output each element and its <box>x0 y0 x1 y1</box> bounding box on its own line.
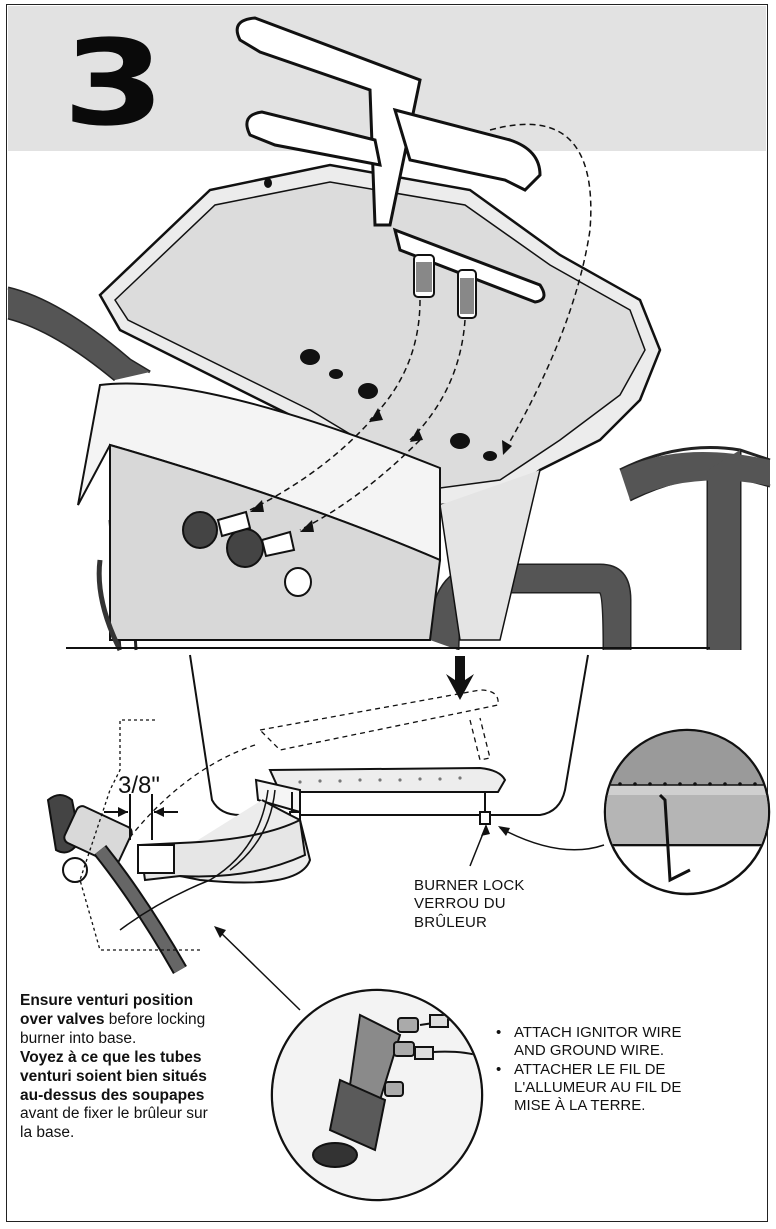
attach-instructions: • ATTACH IGNITOR WIRE AND GROUND WIRE. •… <box>496 1024 682 1115</box>
control-knobs <box>182 510 312 597</box>
attach-fr-line-1: ATTACHER LE FIL DE <box>514 1060 666 1078</box>
detail-connector <box>499 827 605 851</box>
note-fr-rest-2: la base. <box>20 1124 75 1142</box>
note-fr-bold-2: venturi soient bien situés <box>20 1067 207 1085</box>
note-fr-rest-1: avant de fixer le brûleur sur <box>20 1105 208 1123</box>
step-number: 3 <box>63 15 166 152</box>
burner-upper <box>235 16 546 304</box>
venturi-note: Ensure venturi position over valves befo… <box>20 992 250 1143</box>
venturi-tube-lower <box>137 818 307 882</box>
attach-fr-line-2: L'ALLUMEUR AU FIL DE <box>514 1078 682 1096</box>
burner-lock-line-2: VERROU DU <box>414 895 506 913</box>
ignitor-detail-circle <box>270 988 484 1202</box>
gas-valve <box>46 794 187 974</box>
grill-floor-holes <box>264 178 497 461</box>
down-arrow <box>446 656 474 700</box>
note-en-line-3: burner into base. <box>20 1029 137 1047</box>
attach-fr-line-3: MISE À LA TERRE. <box>514 1097 646 1115</box>
burner-lock-detail-circle <box>603 728 771 896</box>
note-fr-bold-1: Voyez à ce que les tubes <box>20 1048 202 1066</box>
guide-arrowheads <box>250 408 512 532</box>
attach-en-line-1: ATTACH IGNITOR WIRE <box>514 1024 682 1041</box>
dashed-guides <box>249 123 592 531</box>
bullet: • <box>496 1060 502 1078</box>
firebox-lower <box>189 654 589 816</box>
bullet: • <box>496 1024 502 1041</box>
grill-body <box>98 163 662 641</box>
burner-lock-line-3: BRÛLEUR <box>414 913 488 931</box>
dimension-label: 3/8" <box>118 772 160 799</box>
page-border <box>6 4 768 1222</box>
note-fr-bold-3: au-dessus des soupapes <box>20 1086 205 1104</box>
wires <box>119 789 276 931</box>
burner-lock-line-1: BURNER LOCK <box>414 877 525 894</box>
note-en-bold-1: Ensure venturi position <box>20 992 194 1009</box>
note-en-rest: before locking <box>104 1010 206 1028</box>
attach-item-en: • ATTACH IGNITOR WIRE AND GROUND WIRE. <box>496 1024 682 1061</box>
burner-lock-label: BURNER LOCK VERROU DU BRÛLEUR <box>414 877 525 932</box>
ignitor-pointer <box>217 929 301 1011</box>
note-en-bold-2: over valves <box>20 1010 105 1028</box>
attach-item-fr: • ATTACHER LE FIL DE L'ALLUMEUR AU FIL D… <box>496 1061 682 1116</box>
attach-en-line-2: AND GROUND WIRE. <box>514 1042 664 1060</box>
burner-ghost <box>119 689 499 851</box>
